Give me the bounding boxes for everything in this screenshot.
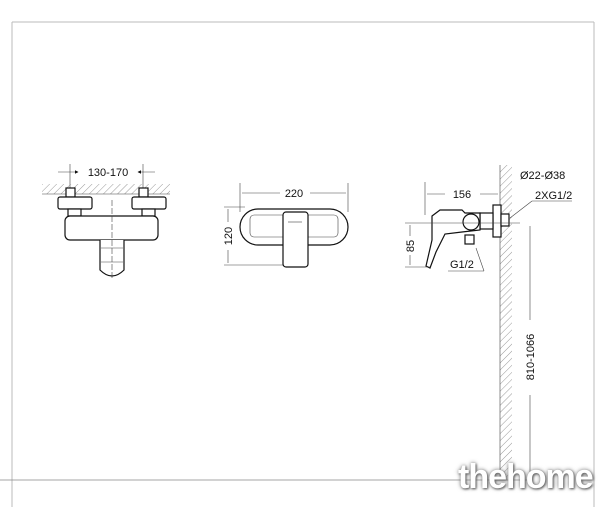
height-label: 120 — [223, 227, 235, 245]
drawing-frame — [0, 21, 595, 507]
front-view: 130-170 — [42, 164, 170, 278]
width-label: 220 — [285, 188, 303, 200]
escutcheon-diameter-label: Ø22-Ø38 — [520, 170, 565, 182]
inlet-thread-label: 2XG1/2 — [535, 190, 572, 202]
mount-spacing-label: 130-170 — [88, 167, 128, 179]
install-height-label: 810-1066 — [525, 334, 537, 381]
watermark-logo: thehome — [458, 458, 594, 496]
outlet-height-label: 85 — [405, 240, 417, 252]
outlet-thread-label: G1/2 — [450, 259, 474, 271]
side-view: 156 Ø22-Ø38 2XG1/2 85 G1/2 810-1066 — [405, 165, 572, 480]
depth-label: 156 — [453, 189, 471, 201]
top-view: 220 120 — [223, 183, 349, 268]
